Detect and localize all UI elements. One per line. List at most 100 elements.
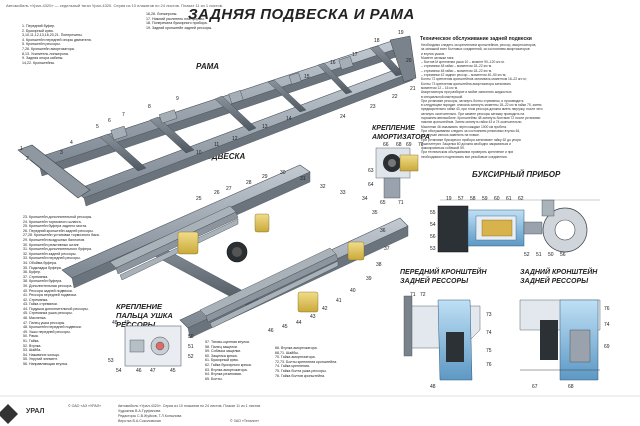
- legend-towing-parts: 57. Тягово-сцепная втулка.58. Палец заще…: [205, 340, 252, 381]
- frame-illustration: [17, 35, 417, 207]
- callout-number: 51: [536, 252, 542, 258]
- callout-number: 26: [214, 190, 220, 196]
- callout-number: 56: [560, 252, 566, 258]
- tech-line: Момент затяжки гаек:: [421, 55, 455, 60]
- poster-title: ЗАДНЯЯ ПОДВЕСКА И РАМА: [188, 6, 415, 23]
- callout-number: 3: [60, 150, 63, 156]
- callout-number: 21: [410, 86, 416, 92]
- callout-number: 6: [108, 118, 111, 124]
- legend-item: 61. Буксирный крюк.: [205, 358, 239, 363]
- legend-item: 34. Обойма буфера.: [23, 260, 58, 265]
- legend-item: 59. Собачка защелки.: [205, 349, 242, 354]
- legend-item: 38. Кронштейн буфера.: [23, 279, 63, 284]
- legend-item: 46. Масленка.: [23, 316, 47, 321]
- callout-number: 59: [482, 196, 488, 202]
- tech-line: При обслуживании следить за состоянием р…: [421, 128, 521, 133]
- callout-number: 39: [366, 276, 372, 282]
- footer-line3: Редакторы С.В.Жуйков, Т.Л.Копылова: [118, 414, 182, 418]
- callout-number: 75: [486, 348, 492, 354]
- legend-item: 37. Стремянка.: [23, 274, 49, 279]
- legend-item: 5. Кронштейн рессоры.: [22, 42, 61, 47]
- legend-item: 36. Буфер.: [23, 270, 41, 275]
- legend-item: 57. Тягово-сцепная втулка.: [205, 340, 250, 344]
- tech-line: в следующем порядке: сначала затянуть мо…: [421, 103, 542, 108]
- callout-number: 68: [568, 384, 574, 390]
- poster-header-line: Автомобиль «Урал-4320» — седельный тягач…: [6, 3, 223, 8]
- tech-line: Болты 73 крепления кронштейна амортизато…: [421, 81, 512, 86]
- tech-maintenance-body: Необходимо следить за креплением кронште…: [421, 43, 626, 159]
- callout-number: 16: [330, 60, 336, 66]
- callout-number: 11: [214, 142, 220, 148]
- section-label-rear-bracket: ЗАДНИЙ КРОНШТЕЙН ЗАДНЕЙ РЕССОРЫ: [520, 269, 598, 285]
- legend-item: 35. Подкладка буфера.: [23, 265, 62, 270]
- legend-item: 27,28. Кронштейн установки тормозного ба…: [23, 233, 100, 238]
- legend-item: 72,73. Болты крепления кронштейна.: [275, 359, 338, 364]
- callout-number: 66: [383, 142, 389, 148]
- legend-item: 8,13. Усилитель лонжерона.: [22, 51, 69, 56]
- tech-line: затянуть окончательно. При замене рессор…: [421, 111, 525, 116]
- callout-number: 46: [136, 368, 142, 374]
- callout-number: 64: [368, 182, 374, 188]
- footer-org: © ОАО «АЗ «УРАЛ»: [68, 404, 102, 408]
- callout-number: 67: [532, 384, 538, 390]
- section-label-spring-pin: КРЕПЛЕНИЕ ПАЛЬЦА УШКА РЕССОРЫ: [116, 302, 173, 329]
- tech-line: предварительно гайки 43, при этом рессор…: [421, 107, 543, 112]
- footer-line1: Автомобиль «Урал-4320». Серия из 10 плак…: [118, 404, 262, 408]
- callout-number: 9: [176, 96, 179, 102]
- callout-number: 50: [548, 252, 554, 258]
- callout-number: 5: [96, 124, 99, 130]
- legend-item: 75. Гайка болта ушка рессоры.: [275, 368, 327, 373]
- legend-item: 33. Кронштейн передней рессоры.: [23, 256, 81, 261]
- legend-item: 62. Гайка буксирного крюка.: [205, 362, 252, 367]
- legend-item: 55. Упругий элемент.: [23, 357, 58, 362]
- legend-item: 41. Рессора передней подвески.: [23, 293, 78, 298]
- legend-item: 70. Гайка амортизатора.: [275, 355, 316, 360]
- callout-number: 65: [380, 200, 386, 206]
- callout-number: 14: [286, 116, 292, 122]
- callout-number: 49: [124, 320, 130, 326]
- callout-number: 48: [430, 384, 436, 390]
- callout-number: 28: [246, 180, 252, 186]
- legend-item: 1. Передний буфер.: [22, 24, 56, 28]
- callout-number: 72: [420, 292, 426, 298]
- callout-number: 52: [188, 354, 194, 360]
- callout-number: 57: [458, 196, 464, 202]
- callout-number: 20: [406, 58, 412, 64]
- legend-item: 14,22. Кронштейны.: [22, 60, 56, 65]
- callout-number: 12: [232, 136, 238, 142]
- legend-item: 39. Дополнительная рессора.: [23, 283, 73, 288]
- footer-line5: © ЗАО «Техэлит»: [230, 419, 260, 423]
- callout-number: 46: [268, 328, 274, 334]
- tech-line: за затяжкой всех болтовых соединений, за…: [421, 47, 530, 52]
- callout-number: 62: [518, 196, 524, 202]
- brand-logo-icon: [0, 404, 18, 424]
- callout-number: 50: [188, 334, 194, 340]
- callout-number: 32: [320, 184, 326, 190]
- callout-number: 13: [262, 124, 268, 130]
- callout-number: 37: [384, 246, 390, 252]
- section-label-front-bracket: ПЕРЕДНИЙ КРОНШТЕЙН ЗАДНЕЙ РЕССОРЫ: [400, 269, 487, 285]
- callout-number: 30: [280, 170, 286, 176]
- callout-number: 51: [188, 344, 194, 350]
- legend-item: 52. Втулка.: [23, 343, 42, 348]
- towing-device-illustration: [437, 199, 600, 253]
- callout-number: 73: [486, 312, 492, 318]
- callout-number: 4: [70, 140, 73, 146]
- legend-item: 54. Нажимное кольцо.: [23, 352, 60, 357]
- tech-line: и шплинтуют. Защелка 60 должна свободно …: [421, 141, 511, 146]
- legend-suspension-parts: 23. Кронштейн дополнительной рессоры.24.…: [23, 215, 100, 367]
- callout-number: 47: [150, 368, 156, 374]
- legend-item: 53. Шайба.: [23, 348, 42, 353]
- legend-item: 76. Гайка болтов кронштейна.: [275, 373, 326, 378]
- legend-item: 25. Кронштейн буфера заднего моста.: [23, 224, 88, 229]
- tech-line: При установке буксирного прибора затягив…: [421, 137, 521, 142]
- tech-line: При установке рессоры, затянуть болты ст…: [421, 98, 524, 103]
- legend-item: 7,26. Кронштейн амортизатора.: [22, 46, 75, 51]
- callout-number: 19: [398, 30, 404, 36]
- tech-line: – стремянки 42 задних рессор – моментом …: [421, 73, 507, 78]
- tech-maintenance-title: Техническое обслуживание задней подвески: [420, 36, 532, 42]
- tech-line: Амортизаторы при разборке и мойке заполн…: [421, 90, 512, 95]
- section-label-towing: БУКСИРНЫЙ ПРИБОР: [472, 170, 561, 179]
- callout-number: 10: [196, 150, 202, 156]
